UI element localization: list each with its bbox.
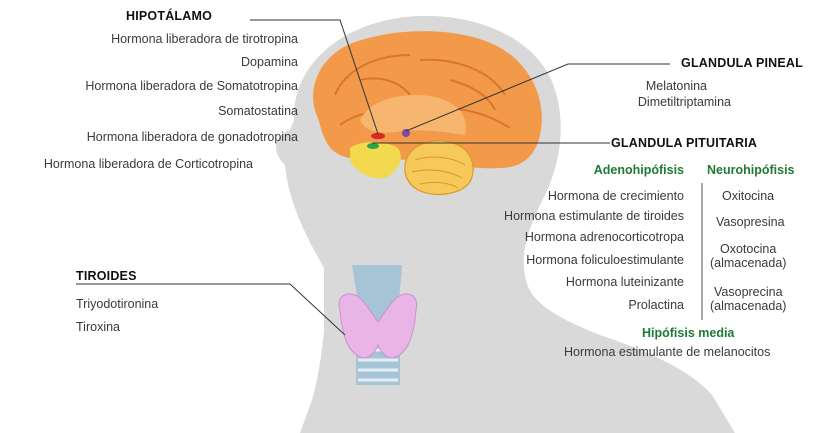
adeno-item: Hormona de crecimiento <box>548 189 684 204</box>
neuro-item: (almacenada) <box>710 299 786 314</box>
neuro-item: Vasopresina <box>716 215 785 230</box>
pineal-item: Dimetiltriptamina <box>638 95 731 110</box>
neuro-item: Vasoprecina <box>714 285 783 300</box>
neuro-item: (almacenada) <box>710 256 786 271</box>
hipotalamo-title: HIPOTÁLAMO <box>126 9 212 24</box>
adeno-item: Hormona luteinizante <box>566 275 684 290</box>
pineal-title: GLANDULA PINEAL <box>681 56 803 71</box>
adeno-item: Prolactina <box>628 298 684 313</box>
hipotalamo-item: Hormona liberadora de Somatotropina <box>85 79 298 94</box>
adeno-item: Hormona estimulante de tiroides <box>504 209 684 224</box>
hipotalamo-item: Dopamina <box>241 55 298 70</box>
media-title: Hipófisis media <box>642 326 734 341</box>
media-item: Hormona estimulante de melanocitos <box>564 345 770 360</box>
adeno-item: Hormona adrenocorticotropa <box>525 230 684 245</box>
hypothalamus-green <box>367 143 379 149</box>
neuro-title: Neurohipófisis <box>707 163 795 178</box>
adeno-title: Adenohipófisis <box>594 163 684 178</box>
pituitaria-title: GLANDULA PITUITARIA <box>611 136 757 151</box>
hipotalamo-item: Hormona liberadora de tirotropina <box>111 32 298 47</box>
tiroides-title: TIROIDES <box>76 269 137 284</box>
adeno-item: Hormona foliculoestimulante <box>526 253 684 268</box>
hipotalamo-item: Somatostatina <box>218 104 298 119</box>
tiroides-item: Tiroxina <box>76 320 120 335</box>
cerebellum <box>405 141 473 194</box>
tiroides-item: Triyodotironina <box>76 297 158 312</box>
neuro-item: Oxotocina <box>720 242 776 257</box>
pineal-item: Melatonina <box>646 79 707 94</box>
hipotalamo-item: Hormona liberadora de gonadotropina <box>87 130 298 145</box>
hipotalamo-item: Hormona liberadora de Corticotropina <box>44 157 253 172</box>
neuro-item: Oxitocina <box>722 189 774 204</box>
